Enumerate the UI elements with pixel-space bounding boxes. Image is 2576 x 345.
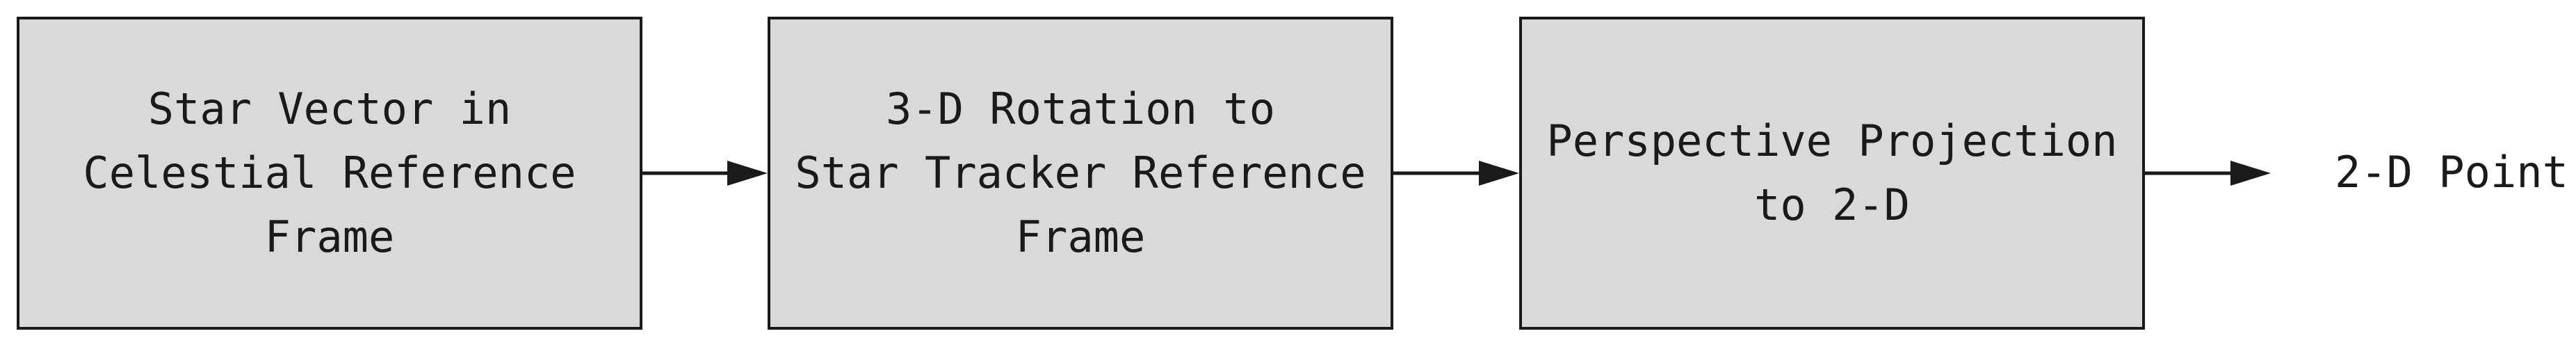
star-vector-block: Star Vector in Celestial Reference Frame bbox=[17, 17, 642, 330]
projection-label: Perspective Projection to 2-D bbox=[1546, 115, 2118, 230]
rotation-block: 3-D Rotation to Star Tracker Reference F… bbox=[768, 17, 1393, 330]
arrow-2 bbox=[1393, 161, 1519, 186]
projection-block: Perspective Projection to 2-D bbox=[1519, 17, 2145, 330]
output-label: 2-D Point bbox=[2335, 147, 2568, 198]
arrow-1 bbox=[642, 161, 768, 186]
star-vector-label: Star Vector in Celestial Reference Frame bbox=[83, 83, 576, 262]
arrow-3 bbox=[2145, 161, 2271, 186]
rotation-label: 3-D Rotation to Star Tracker Reference F… bbox=[795, 83, 1366, 262]
